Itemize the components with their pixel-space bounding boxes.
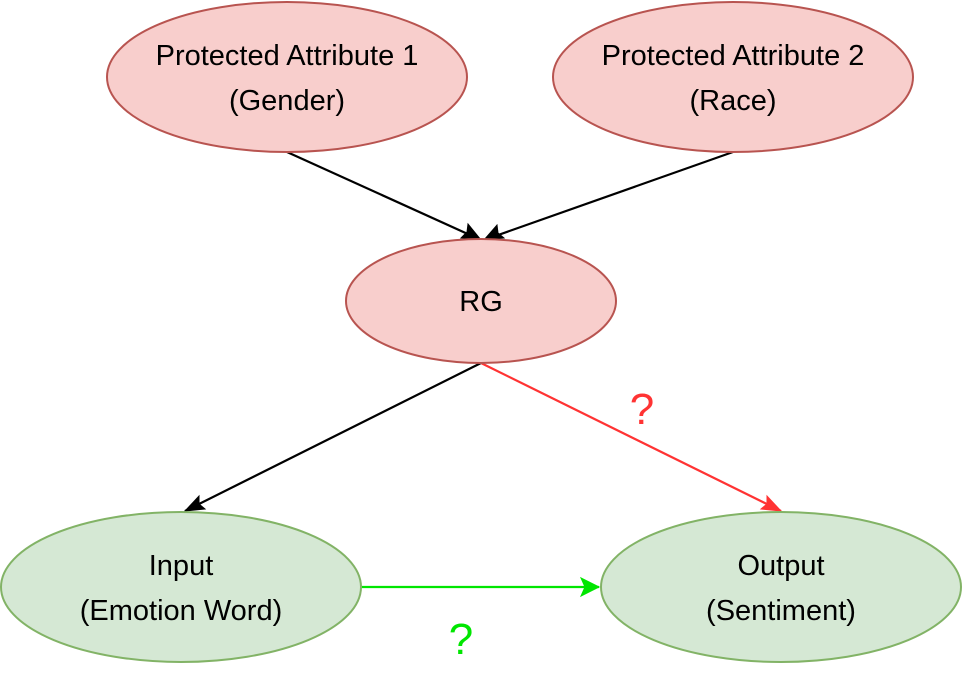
edge-rg-to-input	[184, 362, 482, 512]
node-protected-attribute-2: Protected Attribute 2 (Race)	[552, 1, 914, 153]
edge-rg-to-input-arrowhead	[183, 494, 207, 512]
edge-pa2-to-rg-arrowhead	[482, 223, 506, 241]
edge-pa1-to-rg	[286, 150, 482, 242]
edge-label-input-output: ?	[449, 615, 473, 664]
node-label-line1: Protected Attribute 2	[602, 40, 865, 72]
edge-pa2-to-rg	[483, 150, 734, 242]
node-label-line2: (Race)	[689, 85, 776, 117]
node-label-line1: Protected Attribute 1	[156, 40, 419, 72]
edge-input-to-output-arrowhead	[579, 576, 601, 598]
node-shape	[600, 511, 962, 663]
edge-rg-to-output	[480, 362, 782, 512]
node-label-line2: (Emotion Word)	[80, 595, 283, 627]
node-output: Output (Sentiment)	[600, 511, 962, 663]
node-label-line1: Input	[149, 550, 214, 582]
node-shape	[345, 238, 617, 364]
node-label-line2: (Sentiment)	[706, 595, 856, 627]
node-protected-attribute-1: Protected Attribute 1 (Gender)	[106, 1, 468, 153]
node-label-line1: Output	[737, 550, 824, 582]
node-shape	[0, 511, 362, 663]
node-shape	[106, 1, 468, 153]
edge-rg-to-output-arrowhead	[759, 494, 783, 512]
node-input: Input (Emotion Word)	[0, 511, 362, 663]
edges	[183, 150, 783, 598]
node-label-line2: (Gender)	[229, 85, 345, 117]
node-shape	[552, 1, 914, 153]
node-label-line1: RG	[459, 286, 503, 318]
edge-label-rg-output: ?	[630, 385, 654, 434]
node-rg: RG	[345, 238, 617, 364]
